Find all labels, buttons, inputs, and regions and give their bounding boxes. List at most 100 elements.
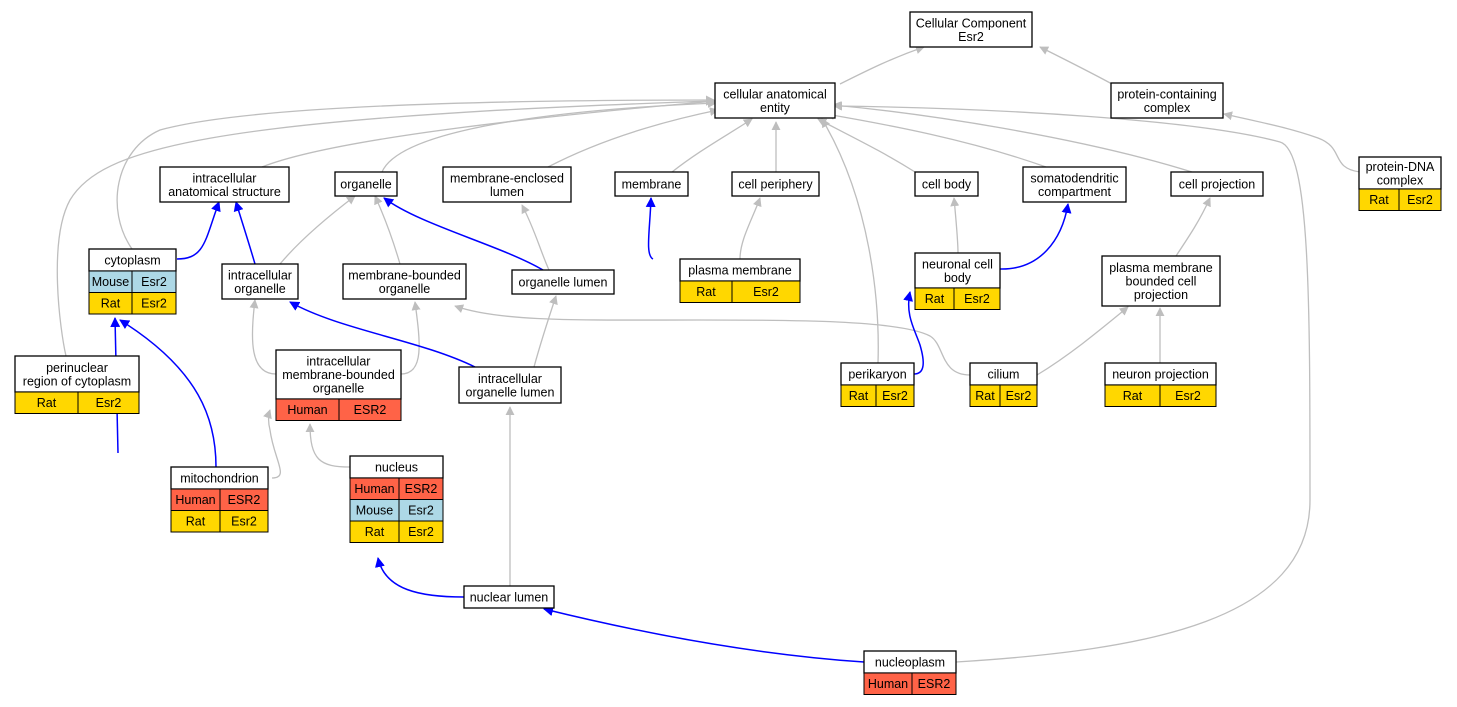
edge-is-a-intracellular-membrane-bounded-organelle-to-membrane-bounded-organelle	[400, 301, 421, 375]
edge-is-a-plasma-membrane-bounded-cell-projection-to-cell-projection	[1175, 197, 1211, 257]
node-organelle-lumen[interactable]: organelle lumen	[511, 269, 615, 295]
species-label: Rat	[925, 292, 945, 306]
edge-is-a-cell-body-to-cellular-anatomical-entity	[817, 118, 916, 173]
node-label-line: Esr2	[958, 30, 984, 44]
node-box	[342, 263, 467, 300]
edge-part-of-nuclear-lumen-to-nucleus	[375, 557, 465, 598]
species-label: Mouse	[356, 504, 394, 518]
gene-cell	[398, 520, 444, 543]
node-label-line: plasma membrane	[688, 264, 792, 278]
species-label: Rat	[186, 515, 206, 529]
node-organelle[interactable]: organelle	[334, 171, 398, 197]
node-box	[714, 82, 836, 119]
edge-is-a-protein-containing-complex-to-cellular-component	[1039, 46, 1113, 85]
node-label-line: intracellular	[307, 355, 371, 369]
node-cell-periphery[interactable]: cell periphery	[731, 171, 820, 197]
node-label-line: nucleoplasm	[875, 656, 945, 670]
node-label-line: membrane-bounded	[348, 268, 461, 282]
node-label-line: organelle lumen	[519, 276, 608, 290]
species-label: Human	[287, 403, 327, 417]
node-box	[731, 171, 820, 197]
node-label-line: membrane-enclosed	[450, 171, 564, 185]
gene-symbol-label: ESR2	[405, 482, 438, 496]
edge-is-a-cytoplasm-to-cellular-anatomical-entity	[116, 95, 715, 250]
gene-symbol-label: Esr2	[964, 292, 990, 306]
edge-layer	[56, 45, 1361, 663]
gene-symbol-label: ESR2	[228, 493, 261, 507]
node-label-line: membrane-bounded	[282, 368, 395, 382]
gene-symbol-label: Esr2	[1407, 193, 1433, 207]
gene-symbol-label: Esr2	[882, 389, 908, 403]
node-cell-body[interactable]: cell body	[914, 171, 979, 197]
edge-part-of-plasma-membrane-to-cell-periphery	[645, 197, 656, 260]
gene-cell	[731, 280, 801, 303]
node-box	[442, 166, 572, 203]
species-label: Rat	[1369, 193, 1389, 207]
edge-is-a-intracellular-membrane-bounded-organelle-to-intracellular-organelle	[249, 299, 277, 375]
node-label-line: body	[944, 271, 972, 285]
edge-is-a-nucleoplasm-to-cellular-anatomical-entity	[833, 101, 1311, 663]
species-label: Rat	[1123, 389, 1143, 403]
species-label: Human	[354, 482, 394, 496]
edge-part-of-perikaryon-to-neuronal-cell-body	[903, 291, 924, 375]
gene-cell	[999, 384, 1038, 407]
node-box	[909, 11, 1033, 48]
node-label-line: cilium	[988, 368, 1020, 382]
node-membrane[interactable]: membrane	[614, 171, 689, 197]
gene-symbol-label: Esr2	[231, 515, 257, 529]
gene-symbol-label: Esr2	[753, 285, 779, 299]
species-label: Rat	[101, 297, 121, 311]
node-label-line: nuclear lumen	[470, 591, 549, 605]
node-label-line: protein-containing	[1117, 87, 1216, 101]
node-nuclear-lumen[interactable]: nuclear lumen	[463, 585, 555, 609]
node-label-line: organelle	[234, 282, 285, 296]
node-box	[458, 366, 562, 404]
node-intracellular-membrane-bounded-organelle[interactable]: intracellularmembrane-boundedorganelleHu…	[275, 349, 402, 421]
edge-is-a-protein-dna-complex-to-protein-containing-complex	[1223, 111, 1361, 173]
node-box	[914, 171, 979, 197]
edge-part-of-intracellular-organelle-to-intracellular-anatomical-structure	[233, 201, 256, 265]
edge-is-a-perinuclear-region-to-cellular-anatomical-entity	[56, 96, 715, 357]
node-box	[1110, 82, 1224, 119]
node-label-line: cell body	[922, 178, 972, 192]
edge-is-a-cilium-to-membrane-bounded-organelle	[454, 304, 971, 376]
node-label-line: plasma membrane	[1109, 261, 1213, 275]
node-label-line: Cellular Component	[916, 16, 1027, 30]
node-box	[1022, 166, 1127, 203]
node-label-line: projection	[1134, 288, 1188, 302]
edge-is-a-perikaryon-to-cellular-anatomical-entity	[821, 118, 879, 364]
edge-part-of-nucleoplasm-to-nuclear-lumen	[543, 606, 865, 663]
gene-cell	[219, 510, 269, 533]
gene-symbol-label: Esr2	[1006, 389, 1032, 403]
gene-symbol-label: Esr2	[141, 275, 167, 289]
edge-is-a-organelle-lumen-to-membrane-enclosed-lumen	[521, 204, 550, 271]
gene-cell	[1159, 384, 1217, 407]
gene-symbol-label: Esr2	[141, 297, 167, 311]
node-label-line: organelle	[313, 382, 364, 396]
species-label: Human	[868, 677, 908, 691]
node-box	[511, 269, 615, 295]
node-cell-projection[interactable]: cell projection	[1170, 171, 1264, 197]
